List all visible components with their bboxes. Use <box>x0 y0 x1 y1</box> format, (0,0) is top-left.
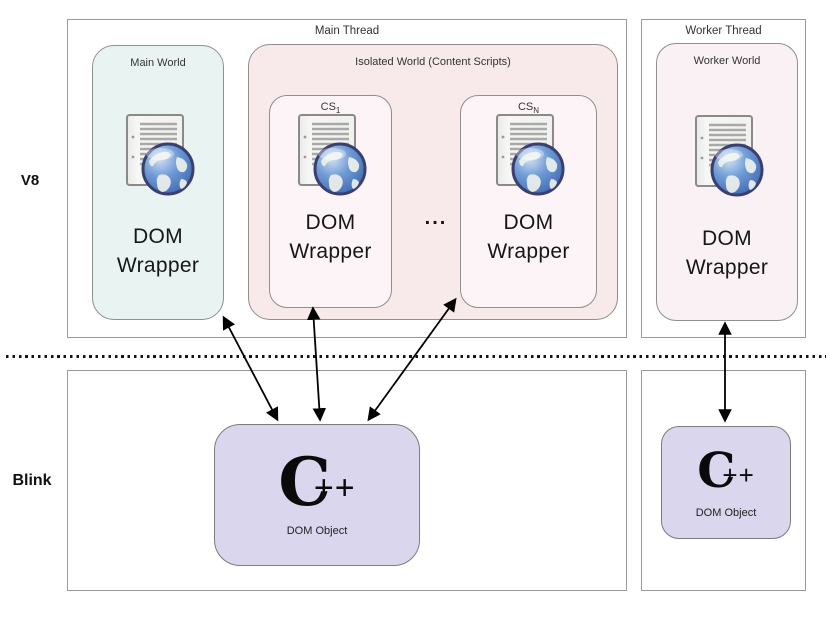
cpp-c-glyph: C <box>697 443 736 499</box>
content-scripts-ellipsis: ... <box>424 207 448 229</box>
cpp-plusplus-glyph: ++ <box>722 460 755 490</box>
content-script-n-box: CSN <box>460 95 597 308</box>
dom-wrapper-line2: Wrapper <box>116 254 200 277</box>
worker-dom-object-caption: DOM Object <box>695 507 757 519</box>
cpp-plusplus-glyph: ++ <box>313 468 356 507</box>
dom-wrapper-line1: DOM <box>503 211 554 234</box>
cpp-logo-icon: C ++ <box>662 447 790 495</box>
v8-layer-label: V8 <box>20 172 40 189</box>
csn-title: CSN <box>461 101 596 115</box>
dom-wrapper-line1: DOM <box>305 211 356 234</box>
dom-wrapper-line2: Wrapper <box>685 256 769 279</box>
worker-world-title: Worker World <box>693 55 761 67</box>
document-globe-icon <box>493 113 565 197</box>
document-globe-icon <box>692 114 764 198</box>
csn-dom-wrapper-label: DOM Wrapper <box>461 208 596 266</box>
worker-dom-object-box: C ++ DOM Object <box>661 426 791 539</box>
main-thread-box: Main Thread Main World <box>67 19 627 338</box>
worker-thread-title: Worker Thread <box>685 25 762 37</box>
cpp-logo-icon: C ++ <box>215 449 419 515</box>
cs1-subscript: 1 <box>335 106 341 116</box>
document-globe-icon <box>123 113 195 197</box>
worker-world-dom-wrapper-label: DOM Wrapper <box>657 224 797 282</box>
v8-blink-separator <box>6 355 826 358</box>
dom-wrapper-line2: Wrapper <box>289 240 372 263</box>
content-script-1-box: CS1 <box>269 95 392 308</box>
main-world-dom-wrapper-label: DOM Wrapper <box>93 222 223 280</box>
worker-thread-box: Worker Thread Worker World <box>641 19 806 338</box>
blink-layer-label: Blink <box>12 472 52 489</box>
dom-wrapper-line1: DOM <box>702 227 752 250</box>
document-globe-icon <box>295 113 367 197</box>
worker-world-box: Worker World <box>656 43 798 321</box>
csn-base: CS <box>517 101 534 113</box>
blink-main-box: C ++ DOM Object <box>67 370 627 591</box>
cs1-base: CS <box>320 101 336 113</box>
main-dom-object-box: C ++ DOM Object <box>214 424 420 566</box>
cpp-c-glyph: C <box>278 443 331 521</box>
main-thread-title: Main Thread <box>314 25 380 37</box>
cs1-dom-wrapper-label: DOM Wrapper <box>270 208 391 266</box>
dom-wrapper-line2: Wrapper <box>487 240 570 263</box>
blink-worker-box: C ++ DOM Object <box>641 370 806 591</box>
dom-wrapper-line1: DOM <box>133 225 183 248</box>
main-dom-object-caption: DOM Object <box>286 525 348 537</box>
main-world-title: Main World <box>130 57 186 69</box>
cs1-title: CS1 <box>270 101 391 115</box>
isolated-world-box: Isolated World (Content Scripts) CS1 <box>248 44 618 320</box>
isolated-world-title: Isolated World (Content Scripts) <box>355 56 511 68</box>
csn-subscript: N <box>533 106 540 116</box>
main-world-box: Main World <box>92 45 224 320</box>
